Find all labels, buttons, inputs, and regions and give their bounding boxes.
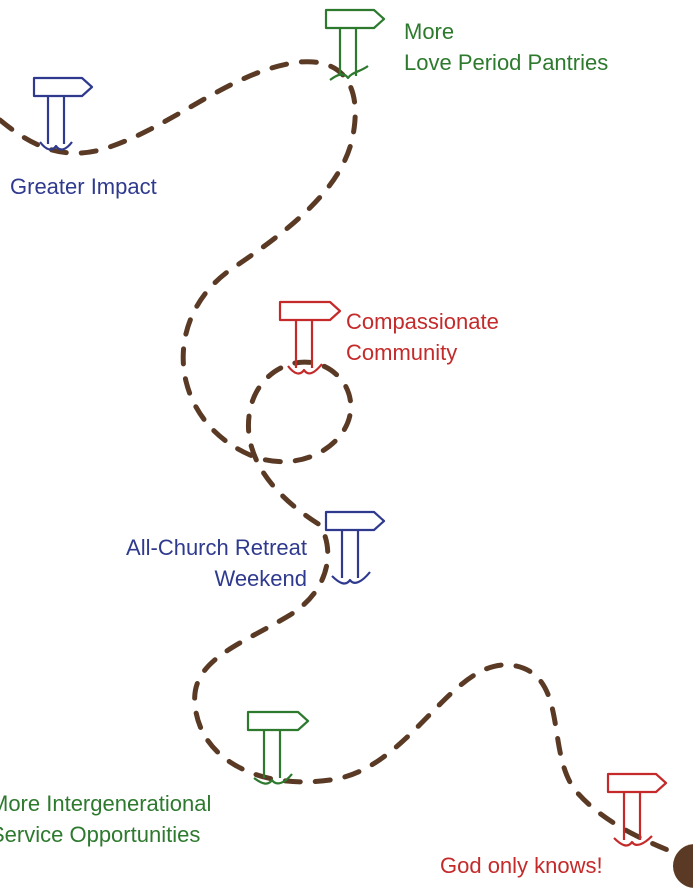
milestone-label-god-knows: God only knows! bbox=[440, 850, 603, 881]
milestone-label-retreat: All-Church Retreat Weekend bbox=[60, 532, 307, 594]
milestone-label-impact: Greater Impact bbox=[10, 171, 157, 202]
milestone-label-line: Greater Impact bbox=[10, 174, 157, 199]
milestone-label-line: Compassionate bbox=[346, 309, 499, 334]
signpost-icon bbox=[32, 76, 94, 151]
milestone-label-line: Community bbox=[346, 340, 458, 365]
milestone-label-line: God only knows! bbox=[440, 853, 603, 878]
milestone-label-community: Compassionate Community bbox=[346, 306, 499, 368]
milestone-label-line: Weekend bbox=[214, 566, 307, 591]
signpost-icon bbox=[324, 510, 386, 585]
milestone-label-line: More Intergenerational bbox=[0, 791, 212, 816]
milestone-label-line: Service Opportunities bbox=[0, 822, 201, 847]
milestone-label-line: More bbox=[404, 19, 455, 44]
signpost-icon bbox=[324, 8, 386, 81]
signpost-icon bbox=[278, 300, 342, 375]
milestone-label-line: Love Period Pantries bbox=[404, 50, 609, 75]
end-dot-icon bbox=[673, 844, 693, 888]
milestone-label-pantries: More Love Period Pantries bbox=[404, 16, 608, 78]
milestone-label-line: All-Church Retreat bbox=[126, 535, 307, 560]
signpost-icon bbox=[606, 772, 668, 847]
milestone-label-service: More Intergenerational Service Opportuni… bbox=[0, 788, 211, 850]
signpost-icon bbox=[246, 710, 310, 785]
